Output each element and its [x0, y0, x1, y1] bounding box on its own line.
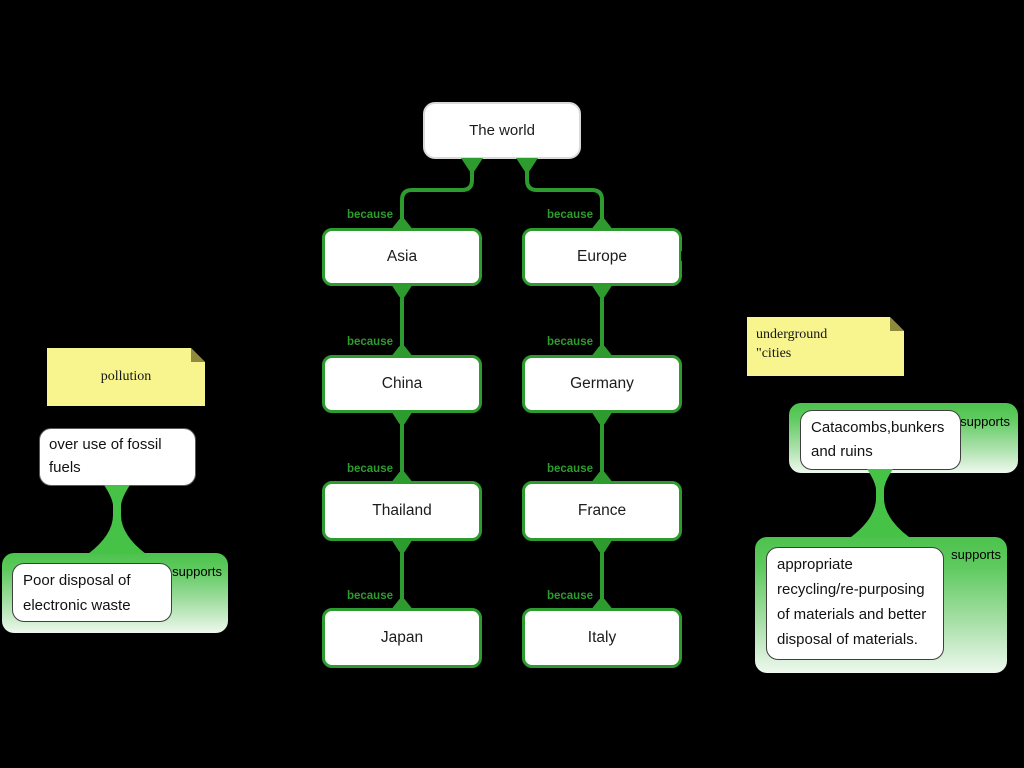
connector-flare — [516, 158, 538, 171]
note-text: underground "cities — [756, 327, 828, 361]
note-fold-corner — [890, 317, 904, 331]
node-europe[interactable]: Europe — [522, 228, 682, 286]
because-label: because — [546, 336, 593, 348]
connector-world-asia — [400, 159, 474, 229]
node-thailand[interactable]: Thailand — [322, 481, 482, 541]
because-label: because — [346, 209, 393, 221]
because-label: because — [346, 336, 393, 348]
because-label: because — [346, 463, 393, 475]
support-funnel-right — [851, 469, 909, 537]
support-box-catacombs[interactable]: Catacombs,bunkers and ruins — [800, 410, 961, 470]
because-label: because — [546, 209, 593, 221]
node-italy[interactable]: Italy — [522, 608, 682, 668]
node-japan[interactable]: Japan — [322, 608, 482, 668]
note-text: pollution — [100, 369, 152, 384]
because-label: because — [546, 463, 593, 475]
supports-tag: supports — [172, 564, 222, 579]
node-asia[interactable]: Asia — [322, 228, 482, 286]
supports-tag: supports — [960, 414, 1010, 429]
support-box-electronic-waste[interactable]: Poor disposal of electronic waste — [12, 563, 172, 622]
sticky-note-underground-cities[interactable]: underground "cities — [747, 317, 904, 376]
node-the-world[interactable]: The world — [423, 102, 581, 159]
collapse-handle-asia[interactable] — [306, 251, 313, 261]
collapse-handle-europe[interactable] — [681, 251, 688, 261]
because-label: because — [546, 590, 593, 602]
reason-box-fossil-fuels[interactable]: over use of fossil fuels — [39, 428, 196, 486]
node-china[interactable]: China — [322, 355, 482, 413]
node-germany[interactable]: Germany — [522, 355, 682, 413]
because-label: because — [346, 590, 393, 602]
node-france[interactable]: France — [522, 481, 682, 541]
connector-flare — [461, 158, 483, 171]
support-funnel-left — [88, 485, 146, 554]
support-box-recycling[interactable]: appropriate recycling/re-purposing of ma… — [766, 547, 944, 660]
sticky-note-pollution[interactable]: pollution — [47, 348, 205, 406]
supports-tag: supports — [951, 547, 1001, 562]
